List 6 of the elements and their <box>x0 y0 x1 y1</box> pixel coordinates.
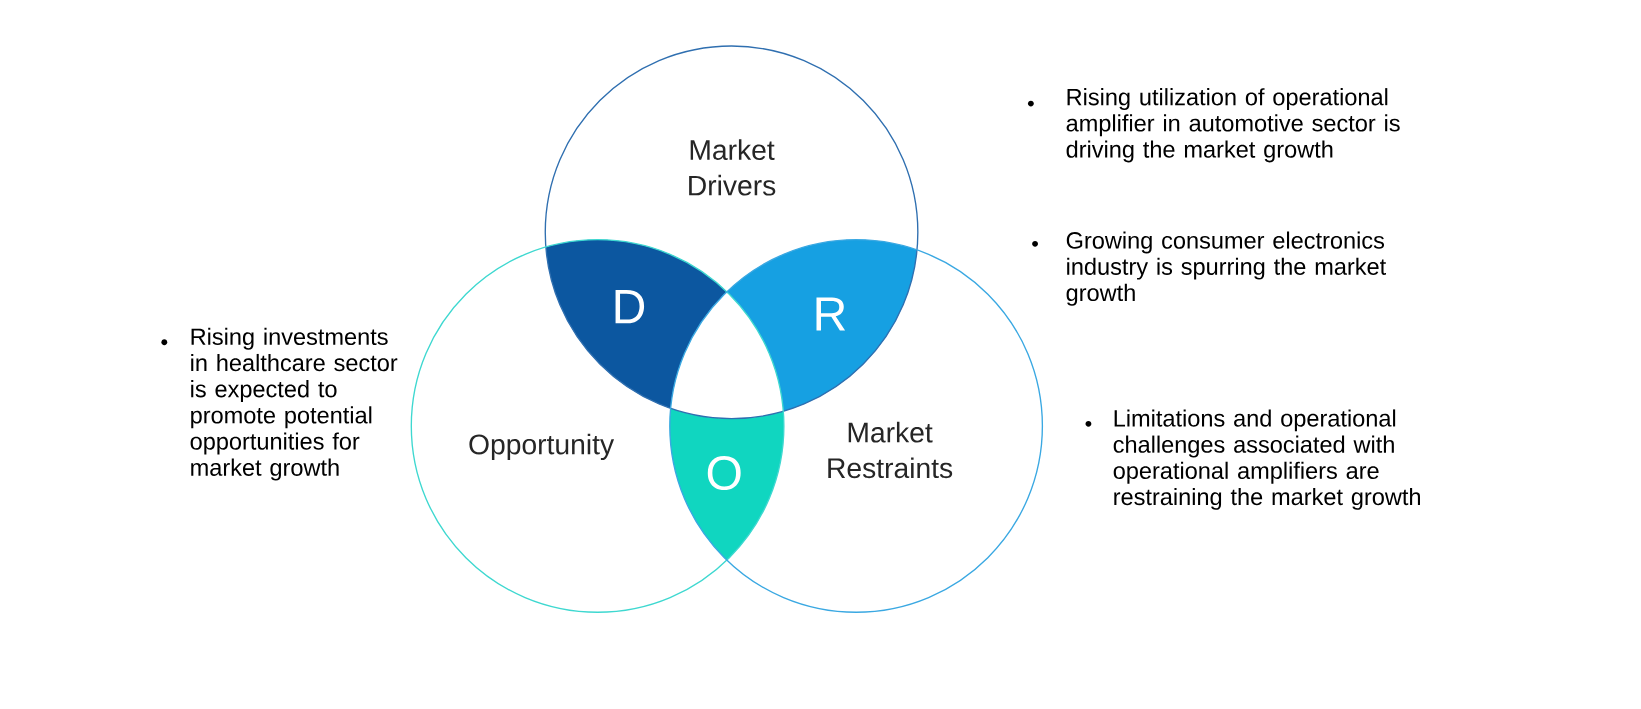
overlap-region: D <box>545 239 727 409</box>
bullet-point: Limitations and operational challenges associated with operational amplifiers are restraining the market growth <box>1085 409 1420 511</box>
bullet-point: Rising utilization of operational amplifier in automotive sector is driving the market growth <box>1027 88 1400 163</box>
overlap-region: R <box>726 239 917 412</box>
overlap-region: O <box>669 408 784 561</box>
bullet-point: Rising investments in healthcare sector is expected to promote potential opportunities for market growth <box>161 328 398 481</box>
